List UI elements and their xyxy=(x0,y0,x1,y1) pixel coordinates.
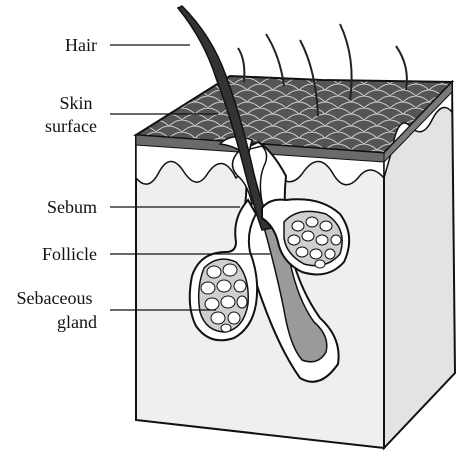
label-sebaceous-gland: Sebaceous gland xyxy=(17,288,97,332)
label-follicle: Follicle xyxy=(42,244,97,264)
label-hair: Hair xyxy=(65,35,97,55)
label-skin-surface: Skin surface xyxy=(45,93,97,136)
label-sebum: Sebum xyxy=(47,197,97,217)
